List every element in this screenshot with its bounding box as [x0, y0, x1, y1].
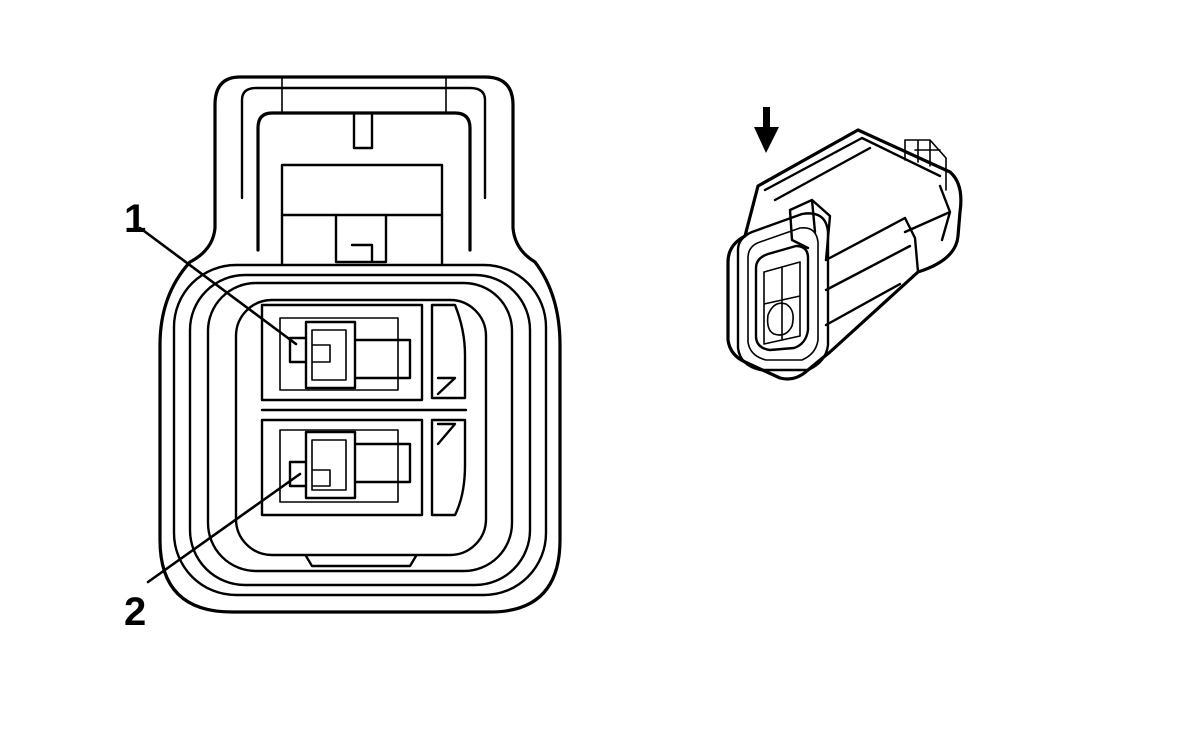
rear-terminal-tabs	[904, 139, 947, 191]
pin-2-label: 2	[124, 590, 146, 634]
cavity-2-housing	[260, 418, 424, 517]
bottom-key	[304, 554, 418, 568]
lock-arch-inner	[240, 86, 487, 200]
iso-top-ridge	[763, 128, 952, 202]
seal-middle	[188, 273, 532, 587]
terminal-2	[288, 430, 412, 500]
iso-face-cavity	[754, 244, 810, 352]
pin-2-leader-line	[146, 472, 302, 584]
lock-tab-latch	[280, 213, 444, 267]
iso-housing-outline	[726, 128, 963, 381]
cavity-1-side-wedge	[430, 303, 467, 400]
terminal-2-contact	[311, 439, 347, 491]
cavity-frame	[234, 298, 488, 557]
pin-1-label: 1	[124, 197, 146, 241]
cavity-1-inner	[279, 317, 399, 391]
iso-side-lines	[824, 184, 952, 327]
locking-tab	[256, 111, 472, 252]
down-arrow-icon	[754, 107, 779, 153]
cavity-2-side-wedge	[430, 418, 467, 517]
iso-terminal-ring	[766, 302, 794, 336]
terminal-1	[288, 320, 412, 390]
cavity-2-inner	[279, 429, 399, 503]
connector-iso-view	[726, 107, 963, 381]
lock-tab-notch	[352, 111, 374, 150]
iso-face-seal	[747, 226, 819, 361]
pin-1-leader-line	[138, 226, 298, 346]
iso-face-frame	[736, 212, 830, 372]
lock-tab-window	[280, 163, 444, 217]
connector-front-view: 1 2	[124, 75, 562, 634]
seal-outer	[172, 263, 548, 597]
seal-inner	[206, 281, 514, 573]
cavity-1-housing	[260, 303, 424, 402]
terminal-1-contact	[311, 329, 347, 381]
connector-outer-body	[158, 75, 562, 614]
